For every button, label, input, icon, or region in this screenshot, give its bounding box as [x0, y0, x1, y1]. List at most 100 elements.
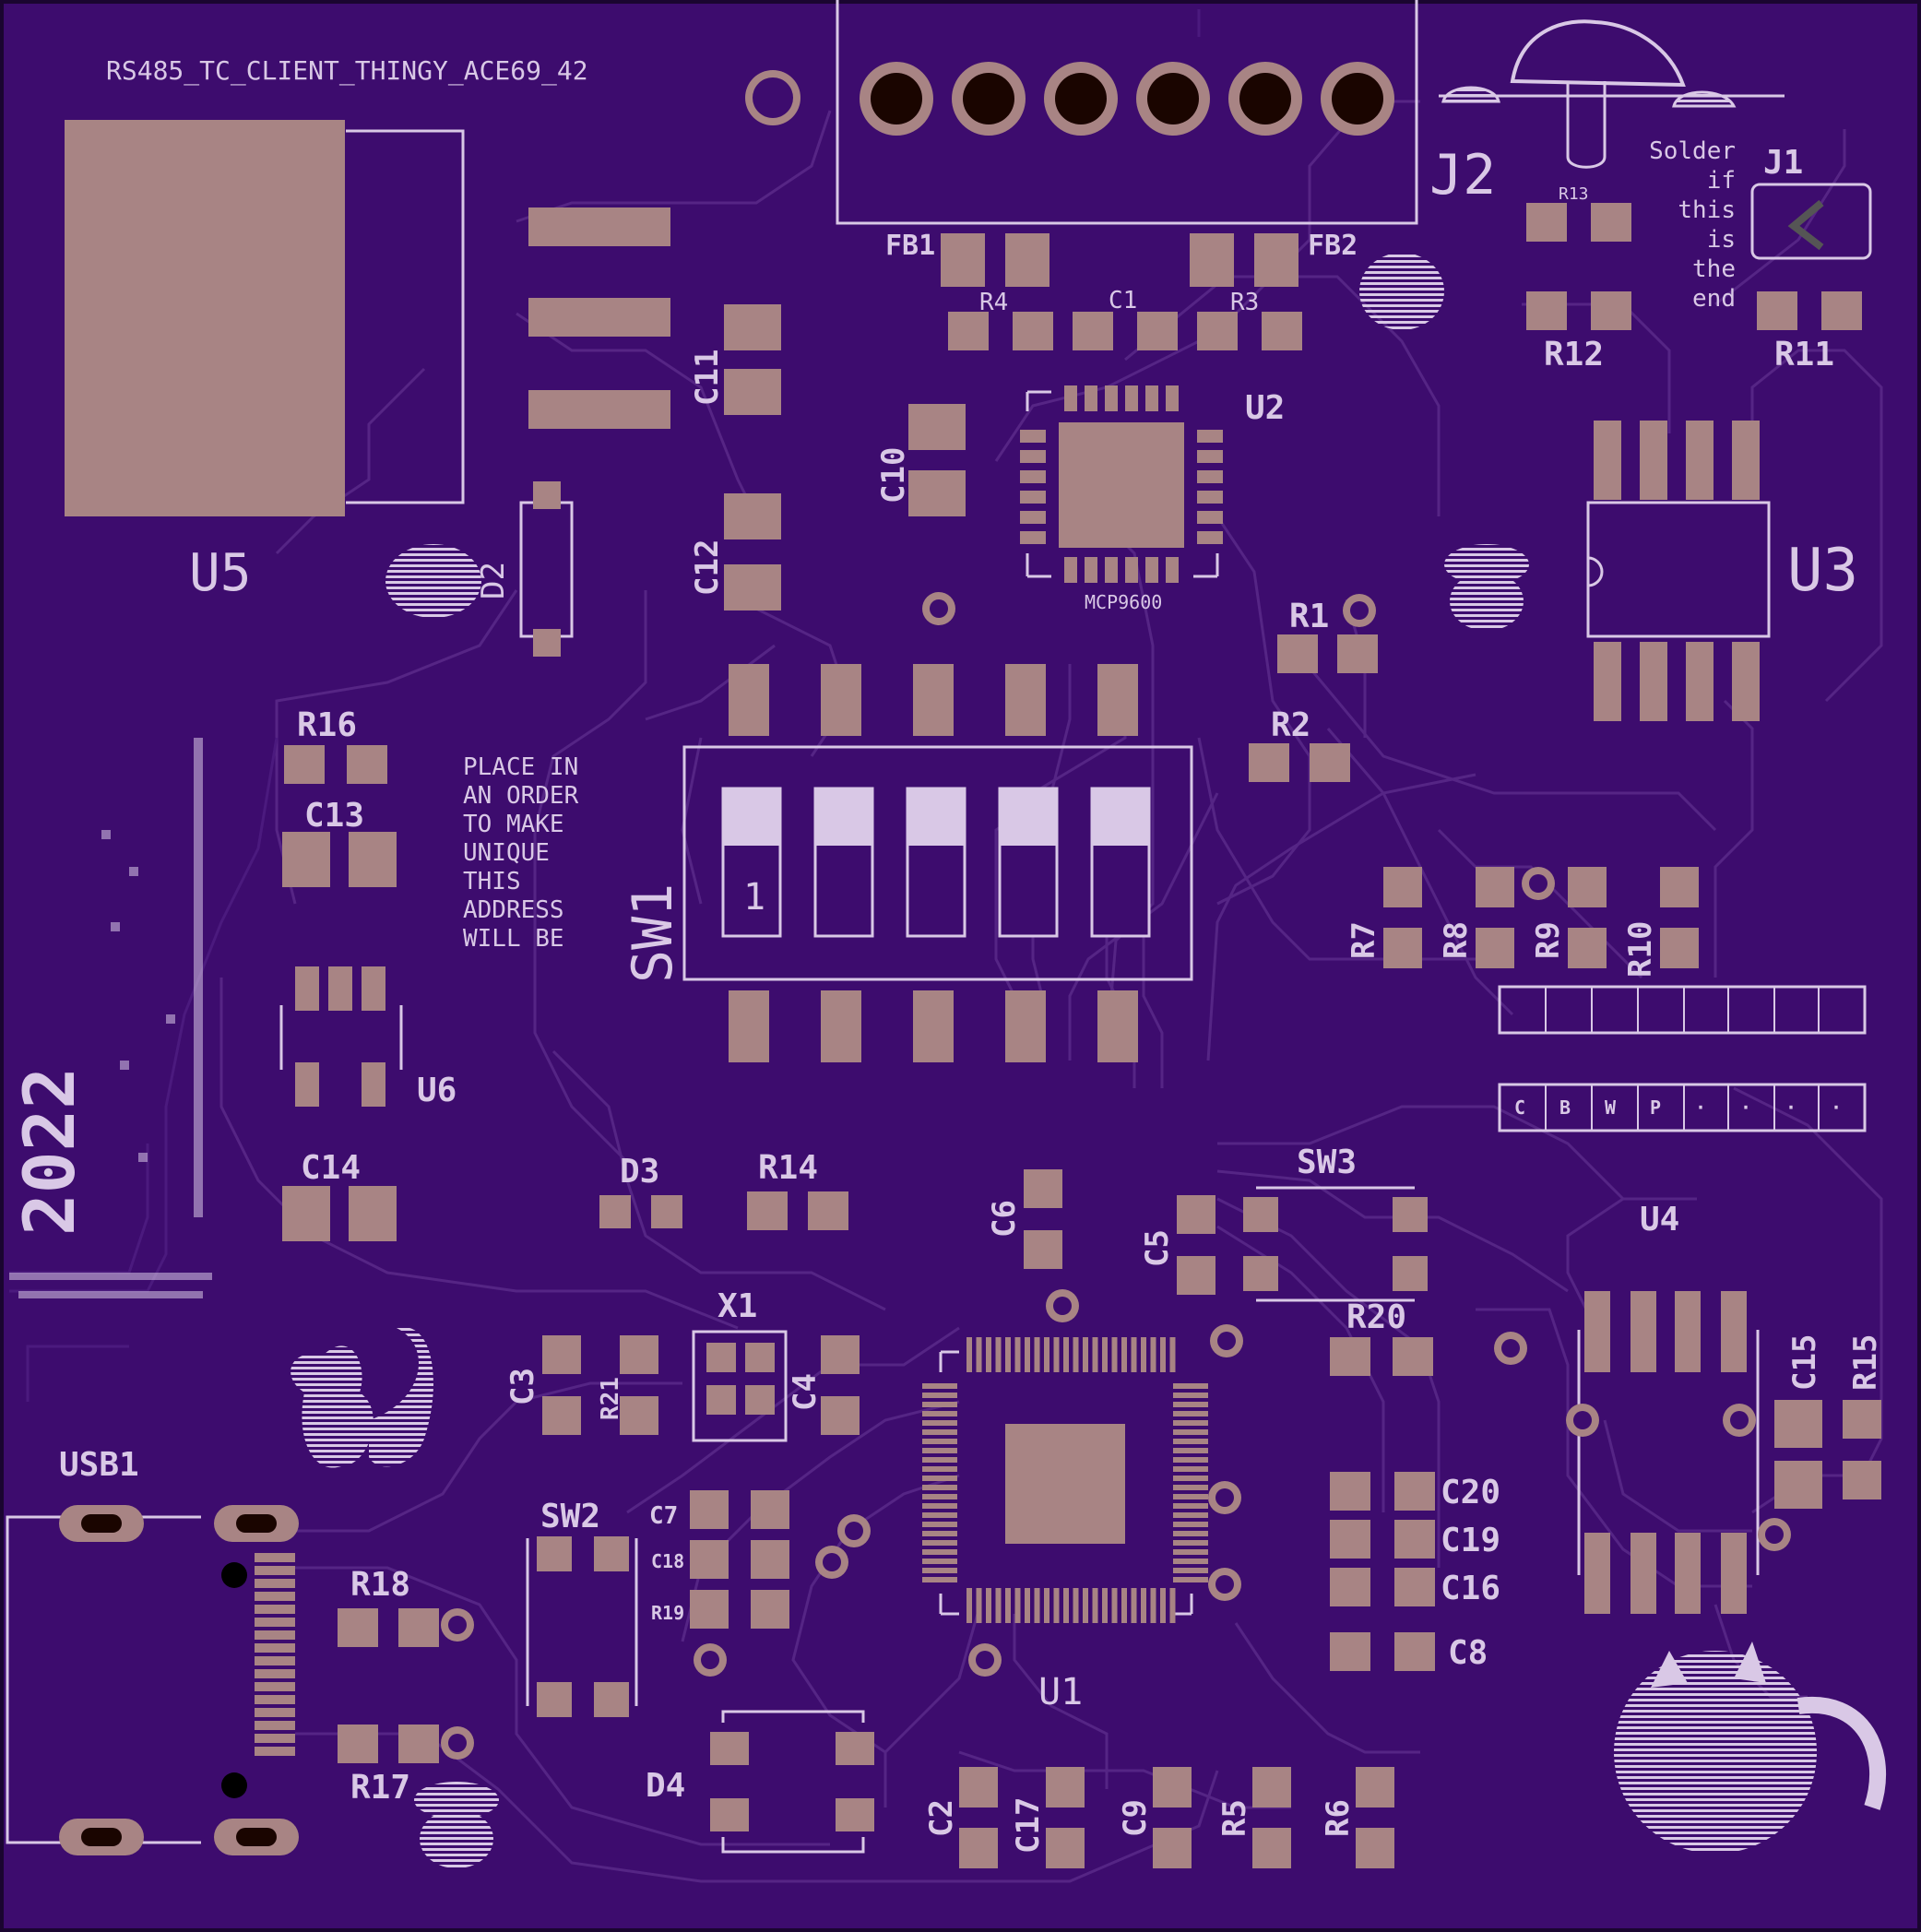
u3-notch [1587, 556, 1604, 587]
sw3-pad [1243, 1256, 1278, 1291]
c2-pad [959, 1767, 998, 1808]
j2-hole [1239, 73, 1291, 124]
u1-pin-pad [1150, 1337, 1156, 1372]
usb1-contact-pad [255, 1695, 295, 1704]
c12-pad [724, 564, 781, 610]
u1-pin-pad [1111, 1588, 1118, 1623]
c13-pad [282, 832, 330, 887]
u1-pin-pad [1173, 1448, 1208, 1453]
u2-part-label: MCP9600 [1085, 591, 1162, 613]
u2-pin-pad [1020, 491, 1046, 504]
x1-pad [745, 1385, 775, 1415]
sw2-pad [537, 1536, 572, 1571]
vias [441, 70, 1791, 1760]
r20-pad [1330, 1337, 1370, 1376]
d4-label: D4 [646, 1767, 685, 1805]
r18-label: R18 [350, 1566, 410, 1604]
u2-pin-pad [1085, 385, 1097, 411]
r10-label: R10 [1622, 921, 1659, 978]
u1-pin-pad [922, 1429, 957, 1435]
u2-thermal-pad [1059, 422, 1184, 548]
board-title: RS485_TC_CLIENT_THINGY_ACE69_42 [106, 55, 588, 87]
r3-pad [1262, 312, 1302, 350]
c8-pad [1394, 1632, 1435, 1671]
sw2-pad [594, 1536, 629, 1571]
r10-pad [1660, 867, 1699, 907]
c4-pad [821, 1396, 860, 1435]
u2-pin-pad [1020, 450, 1046, 463]
u1-pin-pad [922, 1494, 957, 1499]
u2-pin-pad [1105, 557, 1118, 583]
c6-pad [1024, 1169, 1062, 1208]
u1-pin-pad [1053, 1337, 1060, 1372]
c9-label: C9 [1117, 1799, 1154, 1837]
d3-pad [651, 1195, 682, 1228]
u3-pad [1686, 421, 1713, 500]
u1-pin-pad [922, 1577, 957, 1582]
c10-pad [908, 470, 966, 516]
u3-pad [1640, 421, 1667, 500]
c1-pad [1073, 312, 1113, 350]
c1-pad [1137, 312, 1178, 350]
u3-pad [1640, 642, 1667, 721]
r5-pad [1252, 1828, 1291, 1868]
r15-pad [1843, 1400, 1881, 1439]
r8-label: R8 [1438, 921, 1475, 959]
u1-pin-pad [922, 1568, 957, 1573]
sw2-pad [537, 1682, 572, 1717]
sw1-actuator [907, 788, 965, 846]
u2-pin-pad [1125, 385, 1138, 411]
c14-label: C14 [301, 1149, 361, 1187]
c9-pad [1153, 1828, 1192, 1868]
u1-pin-pad [1150, 1588, 1156, 1623]
r12-pad [1526, 291, 1567, 330]
sw1-pad [729, 664, 769, 736]
u1-pin-pad [966, 1588, 972, 1623]
u1-pin-pad [1121, 1337, 1127, 1372]
r21-label: R21 [597, 1377, 624, 1420]
c3-pad [542, 1396, 581, 1435]
sw1-actuators [721, 787, 1151, 938]
r14-pad [747, 1191, 788, 1230]
x1-pad [706, 1343, 736, 1372]
r3-label: R3 [1230, 289, 1259, 316]
u1-pin-pad [1131, 1588, 1137, 1623]
usb1-contact-pad [255, 1553, 295, 1562]
u4-label: U4 [1640, 1201, 1679, 1239]
r8-pad [1476, 928, 1514, 968]
u1-pin-pad [922, 1540, 957, 1546]
via-hole [1765, 1525, 1784, 1544]
u1-pin-pad [1014, 1588, 1021, 1623]
u4-pad [1675, 1291, 1701, 1372]
mushroom-logo [1439, 19, 1785, 169]
u3-pad [1732, 421, 1760, 500]
u5-pad [528, 207, 670, 246]
r16-pad [347, 745, 387, 784]
u1-pin-pad [922, 1512, 957, 1518]
dip-note-line: THIS [463, 868, 521, 895]
u1-pin-pad [922, 1522, 957, 1527]
u1-pin-pad [966, 1337, 972, 1372]
j1-chevron [1787, 199, 1824, 251]
r18-pad [338, 1608, 378, 1647]
u1-pin-pad [1160, 1588, 1166, 1623]
x1-pad [745, 1343, 775, 1372]
c7-pad [751, 1490, 789, 1529]
r17-pad [398, 1725, 439, 1763]
dip-note-line: AN ORDER [463, 782, 579, 810]
fb2-pad [1254, 233, 1298, 287]
u4-pad [1721, 1533, 1747, 1614]
u5-tab-pad [65, 120, 345, 516]
c17-pad [1046, 1828, 1085, 1868]
c2-pad [959, 1828, 998, 1868]
u1-pin-pad [1173, 1568, 1208, 1573]
u1-pin-pad [1073, 1588, 1079, 1623]
u3-pad [1732, 642, 1760, 721]
d2-pad [533, 629, 561, 657]
j2-terminal-holes [860, 62, 1394, 136]
via-hole [976, 1651, 994, 1669]
u4-pin-label: · [1785, 1096, 1796, 1119]
